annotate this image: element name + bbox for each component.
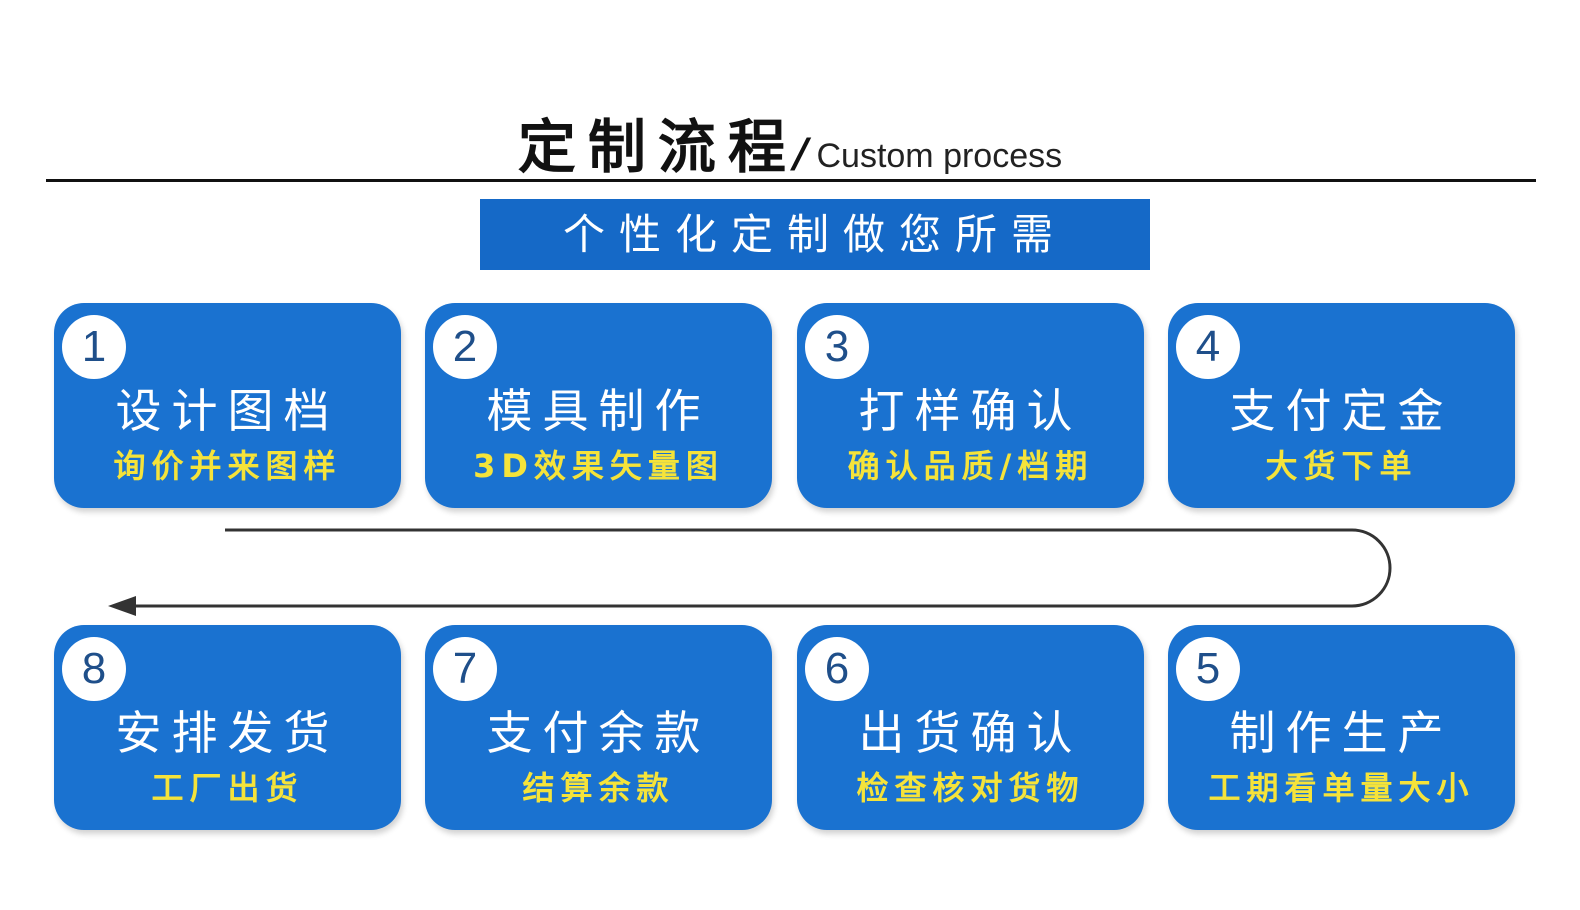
step-card-7: 7 支付余款 结算余款 (425, 625, 772, 830)
header: 定制流程/Custom process (0, 100, 1580, 184)
step-description: 结算余款 (522, 769, 675, 807)
step-description: 工厂出货 (151, 769, 304, 807)
page-title: 定制流程 (517, 113, 798, 181)
step-card-5: 5 制作生产 工期看单量大小 (1168, 625, 1515, 830)
step-card-4: 4 支付定金 大货下单 (1168, 303, 1515, 508)
step-description: 确认品质/档期 (847, 447, 1094, 485)
step-number-badge: 8 (62, 637, 126, 701)
step-number-badge: 5 (1176, 637, 1240, 701)
step-description: 询价并来图样 (113, 447, 342, 485)
step-title: 模具制作 (486, 384, 711, 438)
step-title: 安排发货 (115, 706, 340, 760)
step-title: 出货确认 (858, 706, 1083, 760)
step-card-6: 6 出货确认 检查核对货物 (797, 625, 1144, 830)
step-card-2: 2 模具制作 3D效果矢量图 (425, 303, 772, 508)
step-number-badge: 4 (1176, 315, 1240, 379)
step-number-badge: 2 (433, 315, 497, 379)
step-number-badge: 1 (62, 315, 126, 379)
header-divider (46, 179, 1536, 182)
step-description: 3D效果矢量图 (473, 447, 724, 485)
step-title: 支付定金 (1229, 384, 1454, 438)
step-card-3: 3 打样确认 确认品质/档期 (797, 303, 1144, 508)
arrow-head-icon (108, 596, 136, 616)
step-title: 支付余款 (486, 706, 711, 760)
subtitle-banner: 个性化定制做您所需 (480, 199, 1150, 270)
step-description: 检查核对货物 (856, 769, 1085, 807)
step-title: 打样确认 (858, 384, 1083, 438)
step-number-badge: 6 (805, 637, 869, 701)
step-description: 工期看单量大小 (1208, 769, 1475, 807)
page-subtitle-english: Custom process (816, 137, 1063, 175)
step-card-1: 1 设计图档 询价并来图样 (54, 303, 401, 508)
step-title: 设计图档 (115, 384, 340, 438)
step-title: 制作生产 (1229, 706, 1454, 760)
step-number-badge: 3 (805, 315, 869, 379)
title-separator: / (793, 131, 809, 177)
step-number-badge: 7 (433, 637, 497, 701)
step-description: 大货下单 (1265, 447, 1418, 485)
step-card-8: 8 安排发货 工厂出货 (54, 625, 401, 830)
